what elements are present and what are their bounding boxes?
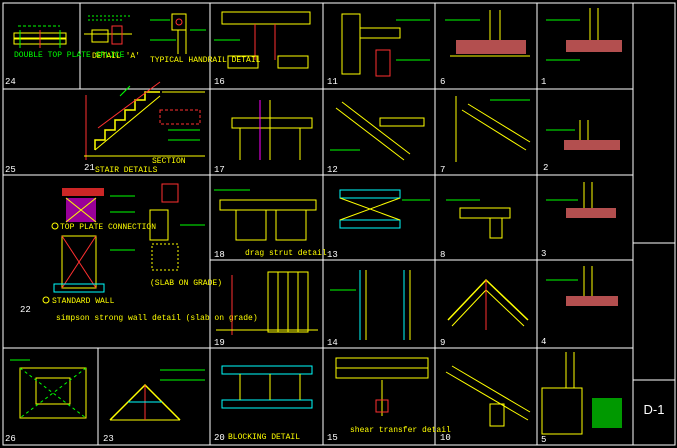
- shear-transfer-caption: shear transfer detail: [350, 426, 451, 435]
- detail-13[interactable]: 13: [327, 189, 430, 260]
- detail-21-number: 21: [84, 163, 95, 173]
- detail-19-number: 19: [214, 338, 225, 348]
- detail-11-number: 11: [327, 77, 338, 87]
- detail-22[interactable]: TOP PLATE CONNECTION STANDARD WALL (SLAB…: [20, 183, 258, 323]
- detail-10-number: 10: [440, 433, 451, 443]
- detail-26-number: 26: [5, 434, 16, 444]
- detail-1-number: 1: [541, 77, 546, 87]
- detail-24[interactable]: DOUBLE TOP PLATE SPLICE 24: [5, 25, 125, 87]
- detail-20-number: 20: [214, 433, 225, 443]
- detail-21-top[interactable]: DETAIL 'A' TYPICAL HANDRAIL DETAIL: [84, 13, 261, 65]
- detail-8-number: 8: [440, 250, 445, 260]
- detail-2[interactable]: 2: [543, 120, 620, 173]
- detail-17[interactable]: 17: [214, 100, 313, 175]
- detail-16-number: 16: [214, 77, 225, 87]
- stair-details-caption: STAIR DETAILS: [95, 166, 158, 175]
- detail-2-number: 2: [543, 163, 548, 173]
- detail-17-number: 17: [214, 165, 225, 175]
- detail-a-caption: DETAIL 'A': [92, 52, 140, 61]
- detail-25[interactable]: 25: [5, 165, 16, 175]
- detail-23-number: 23: [103, 434, 114, 444]
- detail-4-number: 4: [541, 337, 546, 347]
- detail-24-caption: DOUBLE TOP PLATE SPLICE: [14, 51, 125, 60]
- top-plate-caption: TOP PLATE CONNECTION: [60, 223, 156, 232]
- detail-25-number: 25: [5, 165, 16, 175]
- detail-6-number: 6: [440, 77, 445, 87]
- detail-24-number: 24: [5, 77, 16, 87]
- detail-6[interactable]: 6: [440, 10, 530, 87]
- detail-14-number: 14: [327, 338, 338, 348]
- detail-7[interactable]: 7: [440, 96, 531, 175]
- sheet-number: D-1: [644, 402, 665, 417]
- detail-13-number: 13: [327, 250, 338, 260]
- blocking-caption: BLOCKING DETAIL: [228, 433, 300, 442]
- detail-1[interactable]: 1: [541, 8, 622, 87]
- detail-8[interactable]: 8: [440, 199, 511, 260]
- detail-12-number: 12: [327, 165, 338, 175]
- detail-20[interactable]: 20 BLOCKING DETAIL: [214, 365, 313, 443]
- detail-5[interactable]: 5: [541, 352, 622, 445]
- detail-9-number: 9: [440, 338, 445, 348]
- slab-caption: (SLAB ON GRADE): [150, 279, 222, 288]
- handrail-caption: TYPICAL HANDRAIL DETAIL: [150, 56, 261, 65]
- detail-18-number: 18: [214, 250, 225, 260]
- detail-18[interactable]: 18 drag strut detail: [214, 189, 327, 260]
- detail-3[interactable]: 3: [541, 182, 616, 259]
- detail-14[interactable]: 14: [327, 270, 411, 348]
- detail-5-number: 5: [541, 435, 546, 445]
- title-block: D-1: [644, 402, 665, 417]
- drag-strut-caption: drag strut detail: [245, 249, 327, 258]
- detail-7-number: 7: [440, 165, 445, 175]
- detail-22-number: 22: [20, 305, 31, 315]
- detail-4[interactable]: 4: [541, 266, 618, 347]
- detail-12[interactable]: 12: [327, 101, 425, 175]
- detail-21-stair[interactable]: SECTION 21 STAIR DETAILS: [84, 81, 205, 175]
- strong-wall-caption: simpson strong wall detail (slab on grad…: [56, 314, 258, 323]
- detail-23[interactable]: 23: [103, 369, 205, 444]
- standard-wall-caption: STANDARD WALL: [52, 297, 115, 306]
- detail-11[interactable]: 11: [327, 13, 430, 87]
- stair-section-caption: SECTION: [152, 157, 186, 166]
- detail-19[interactable]: 19: [214, 271, 318, 348]
- detail-26[interactable]: 26: [5, 359, 87, 444]
- detail-9[interactable]: 9: [440, 278, 529, 348]
- detail-15-number: 15: [327, 433, 338, 443]
- detail-3-number: 3: [541, 249, 546, 259]
- detail-15[interactable]: 15 shear transfer detail: [327, 357, 451, 443]
- detail-10[interactable]: 10: [440, 365, 531, 443]
- detail-16[interactable]: 16: [214, 11, 311, 87]
